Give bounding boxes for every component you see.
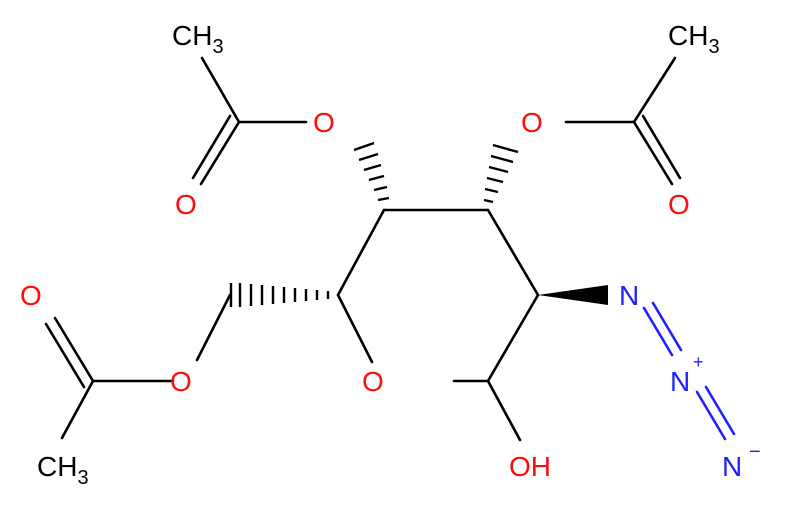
bond-c-ocarbonyl-topleft-b: [191, 114, 232, 180]
hashed-bond-c4-o: [353, 141, 390, 202]
bond-c-ocarbonyl-left-a: [53, 316, 95, 383]
bond-ring-c3-c2: [486, 208, 540, 297]
azide-bonds: [642, 301, 736, 441]
bond-ring-oring-c5: [336, 293, 374, 364]
bond-c-ocarbonyl-left-b: [44, 322, 86, 389]
bond-ch3-c-topright: [632, 56, 677, 124]
n2-charge: +: [693, 352, 704, 372]
o-carbonyl-left-label: O: [20, 280, 42, 311]
bond-skeleton: [44, 56, 682, 442]
o-ester-top-left-label: O: [313, 107, 335, 138]
ch3-bottom-left-label: CH3: [37, 451, 89, 489]
atom-labels: CH3 CH3 CH3 O O O O O O O OH N N N: [20, 20, 742, 489]
bond-c-ocarbonyl-topright-a: [632, 120, 674, 186]
o-carbonyl-top-left-label: O: [175, 189, 197, 220]
hashed-bond-c5-ch2: [229, 283, 330, 307]
ch3-top-left-label: CH3: [172, 20, 224, 58]
n3-charge: −: [749, 441, 761, 463]
bond-c-ocarbonyl-topright-b: [641, 114, 682, 180]
bond-c-ch3-left: [60, 379, 95, 440]
bond-ring-c5-c4: [336, 208, 386, 297]
n3-label: N: [722, 451, 742, 482]
n1-label: N: [619, 280, 639, 311]
bond-ring-c2-c1: [486, 293, 540, 383]
o-carbonyl-top-right-label: O: [668, 189, 690, 220]
bond-c1-oh: [486, 379, 522, 442]
o-ester-left-label: O: [170, 366, 192, 397]
bond-ch3-c-topleft: [200, 56, 241, 124]
n2-label: N: [670, 366, 690, 397]
hashed-bond-c3-o: [483, 143, 519, 204]
wedge-bond-c2-n: [538, 285, 608, 305]
o-ring-label: O: [362, 366, 384, 397]
bond-c-ocarbonyl-topleft-a: [199, 120, 241, 186]
oh-label: OH: [509, 451, 551, 482]
ch3-top-right-label: CH3: [668, 20, 720, 58]
o-ester-top-right-label: O: [521, 107, 543, 138]
bond-ch2-oester-left: [195, 293, 232, 362]
